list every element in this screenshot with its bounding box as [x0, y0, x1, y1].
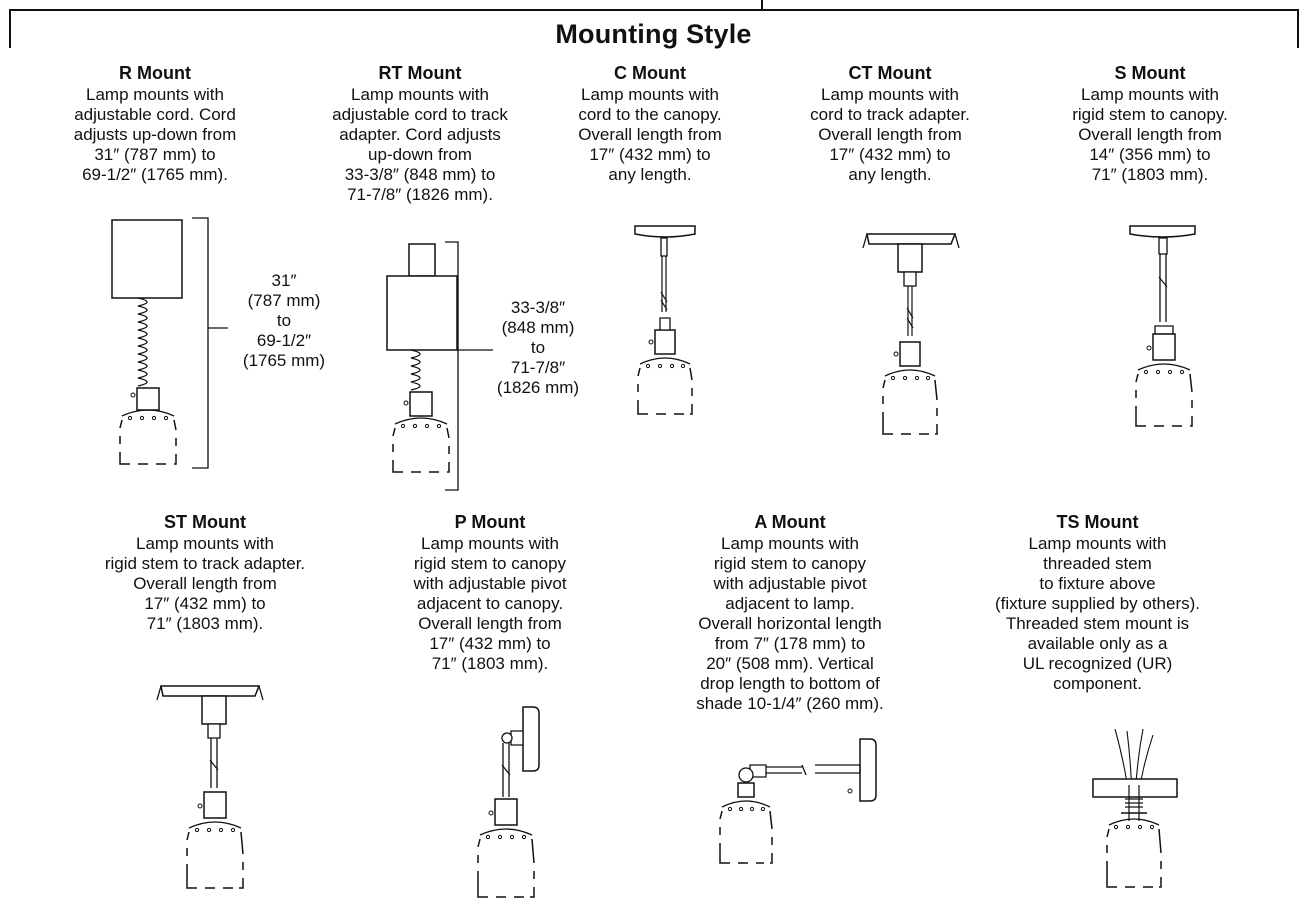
rt-mount-dimension: 33-3/8″ (848 mm) to 71-7/8″ (1826 mm)	[496, 298, 580, 397]
r-mount-dimension: 31″ (787 mm) to 69-1/2″ (1765 mm)	[242, 271, 326, 370]
mount-c-name: C Mount	[614, 63, 686, 83]
mount-s: S Mount Lamp mounts with rigid stem to c…	[1050, 63, 1250, 185]
mount-ts-name: TS Mount	[1056, 512, 1139, 532]
mount-ct-description: Lamp mounts with cord to track adapter. …	[810, 85, 970, 184]
mount-a: A Mount Lamp mounts with rigid stem to c…	[680, 512, 900, 714]
ts-mount-illustration	[1085, 725, 1185, 905]
rt-mount-illustration	[375, 238, 495, 493]
mount-st-name: ST Mount	[164, 512, 246, 532]
mount-ts: TS Mount Lamp mounts with threaded stem …	[975, 512, 1220, 694]
c-mount-illustration	[620, 222, 710, 442]
p-mount-illustration	[455, 705, 555, 905]
mount-c: C Mount Lamp mounts with cord to the can…	[560, 63, 740, 185]
mount-ct: CT Mount Lamp mounts with cord to track …	[795, 63, 985, 185]
mount-st-description: Lamp mounts with rigid stem to track ada…	[104, 534, 306, 633]
page-title: Mounting Style	[555, 19, 752, 49]
st-mount-illustration	[155, 680, 265, 895]
mount-a-name: A Mount	[754, 512, 826, 532]
mount-rt-name: RT Mount	[378, 63, 462, 83]
mount-s-description: Lamp mounts with rigid stem to canopy. O…	[1072, 85, 1228, 184]
mount-c-description: Lamp mounts with cord to the canopy. Ove…	[578, 85, 722, 184]
a-mount-illustration	[710, 735, 885, 905]
mount-ts-description: Lamp mounts with threaded stem to fixtur…	[994, 534, 1201, 693]
mount-st: ST Mount Lamp mounts with rigid stem to …	[95, 512, 315, 634]
s-mount-illustration	[1115, 222, 1215, 437]
mount-r: R Mount Lamp mounts with adjustable cord…	[50, 63, 260, 185]
r-mount-illustration	[100, 210, 230, 470]
mount-r-description: Lamp mounts with adjustable cord. Cord a…	[73, 85, 237, 184]
ct-mount-illustration	[855, 228, 965, 443]
mount-rt-description: Lamp mounts with adjustable cord to trac…	[332, 85, 508, 204]
mount-r-name: R Mount	[119, 63, 191, 83]
mount-rt: RT Mount Lamp mounts with adjustable cor…	[310, 63, 530, 205]
mount-p-name: P Mount	[454, 512, 526, 532]
mount-a-description: Lamp mounts with rigid stem to canopy wi…	[696, 534, 884, 713]
mount-s-name: S Mount	[1114, 63, 1186, 83]
mount-p: P Mount Lamp mounts with rigid stem to c…	[390, 512, 590, 674]
mount-p-description: Lamp mounts with rigid stem to canopy wi…	[413, 534, 567, 673]
mount-ct-name: CT Mount	[848, 63, 932, 83]
